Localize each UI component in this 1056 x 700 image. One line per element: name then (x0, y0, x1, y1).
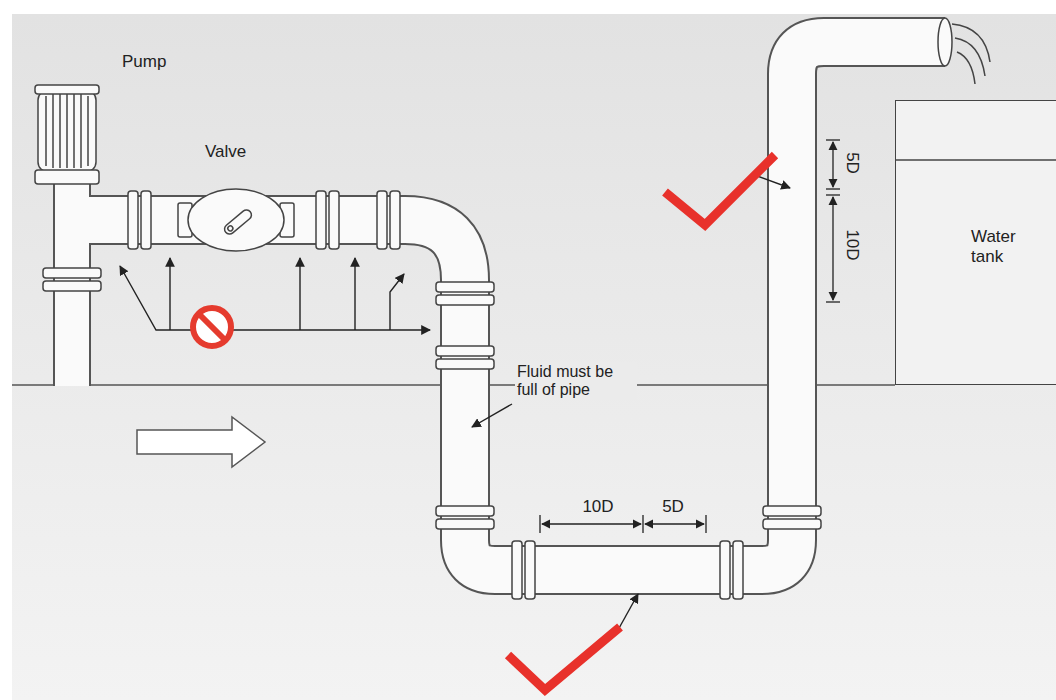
pipe-flange-part (43, 268, 101, 278)
valve-symbol-part (188, 189, 284, 251)
leader-arrows-part (354, 258, 355, 330)
pipe-outlet-part (955, 38, 985, 76)
check-mark-part (665, 155, 775, 225)
leader-arrows-part (169, 258, 170, 330)
dimension-marks-part (832, 142, 833, 187)
pipe-flange-part (128, 191, 138, 249)
water-tank-part (895, 159, 1056, 161)
flow-arrow (137, 417, 265, 467)
pipe-flange-part (436, 519, 494, 529)
pipe (72, 42, 945, 570)
dimension-marks (540, 140, 840, 533)
pump-symbol (35, 85, 99, 184)
valve-symbol-part-part (227, 225, 234, 232)
dimension-marks-part (705, 515, 706, 533)
pipe-flange (43, 191, 821, 599)
valve-symbol (178, 189, 294, 251)
note-label: Fluid must be full of pipe (515, 362, 637, 401)
pipe-flange-part (512, 541, 522, 599)
dimension-marks-part (832, 197, 833, 300)
water-tank-part (895, 100, 1056, 385)
pipe-flange-part (141, 191, 151, 249)
pipe-flange-part (763, 519, 821, 529)
dimension-label: 10D (582, 497, 613, 517)
leader-arrows-part (120, 266, 192, 330)
pipe-flange-part (390, 191, 400, 249)
dimension-marks-part (826, 139, 840, 140)
check-mark-part (508, 627, 620, 690)
node-text: Water tank (971, 227, 1033, 268)
check-mark (508, 155, 775, 690)
pipe-flange-part (377, 191, 387, 249)
water-tank-box: Water tank (895, 100, 1056, 385)
valve-symbol-part (223, 208, 254, 236)
prohibition-sign (193, 308, 231, 346)
dimension-marks-part (539, 515, 540, 533)
pipe-outlet-part (957, 52, 975, 84)
pump-symbol-part (46, 94, 88, 168)
leader-arrows-part (390, 274, 404, 330)
pipe-outlet (938, 18, 990, 84)
dimension-marks-part (826, 194, 840, 195)
pipe-flange-part (436, 295, 494, 305)
pipe-flange-part (436, 282, 494, 292)
leader-arrows-part (618, 594, 638, 630)
pipe-part (91, 42, 945, 570)
prohibition-sign-part (199, 314, 225, 340)
pipe-flange-part (763, 506, 821, 516)
dimension-marks-part (642, 515, 643, 533)
valve-symbol-part-part (223, 208, 254, 236)
pump-symbol-part (38, 90, 96, 172)
dimension-marks-part (645, 523, 704, 524)
pump-symbol-part (35, 170, 99, 184)
dimension-label: 5D (662, 497, 684, 517)
pipe-flange-part (720, 541, 730, 599)
pipe-flange-part (43, 281, 101, 291)
pipe-flange-part (316, 191, 326, 249)
dimension-label: 5D (842, 152, 862, 174)
leader-arrows-part (299, 258, 300, 330)
pipe-flange-part (525, 541, 535, 599)
pipe-flange-part (436, 346, 494, 356)
water-tank (895, 100, 1056, 385)
pipe-flange-part (436, 359, 494, 369)
pump-label: Pump (122, 52, 166, 72)
leader-arrows-part (233, 329, 430, 330)
leader-arrows-part (472, 404, 512, 427)
dimension-label: 10D (842, 229, 862, 260)
pipe-outlet-part (952, 24, 990, 62)
pipe-flange-part (329, 191, 339, 249)
pipe-flange-part (436, 506, 494, 516)
dimension-marks-part (826, 301, 840, 302)
dimension-marks-part (826, 188, 840, 189)
pipe-outlet-part (938, 18, 952, 66)
leader-arrows (120, 174, 790, 630)
pipe-flange-part (733, 541, 743, 599)
prohibition-sign-part (193, 308, 231, 346)
valve-label: Valve (205, 142, 246, 162)
pump-symbol-part (35, 85, 99, 94)
pipe-part (88, 42, 945, 570)
dimension-marks-part (542, 523, 641, 524)
